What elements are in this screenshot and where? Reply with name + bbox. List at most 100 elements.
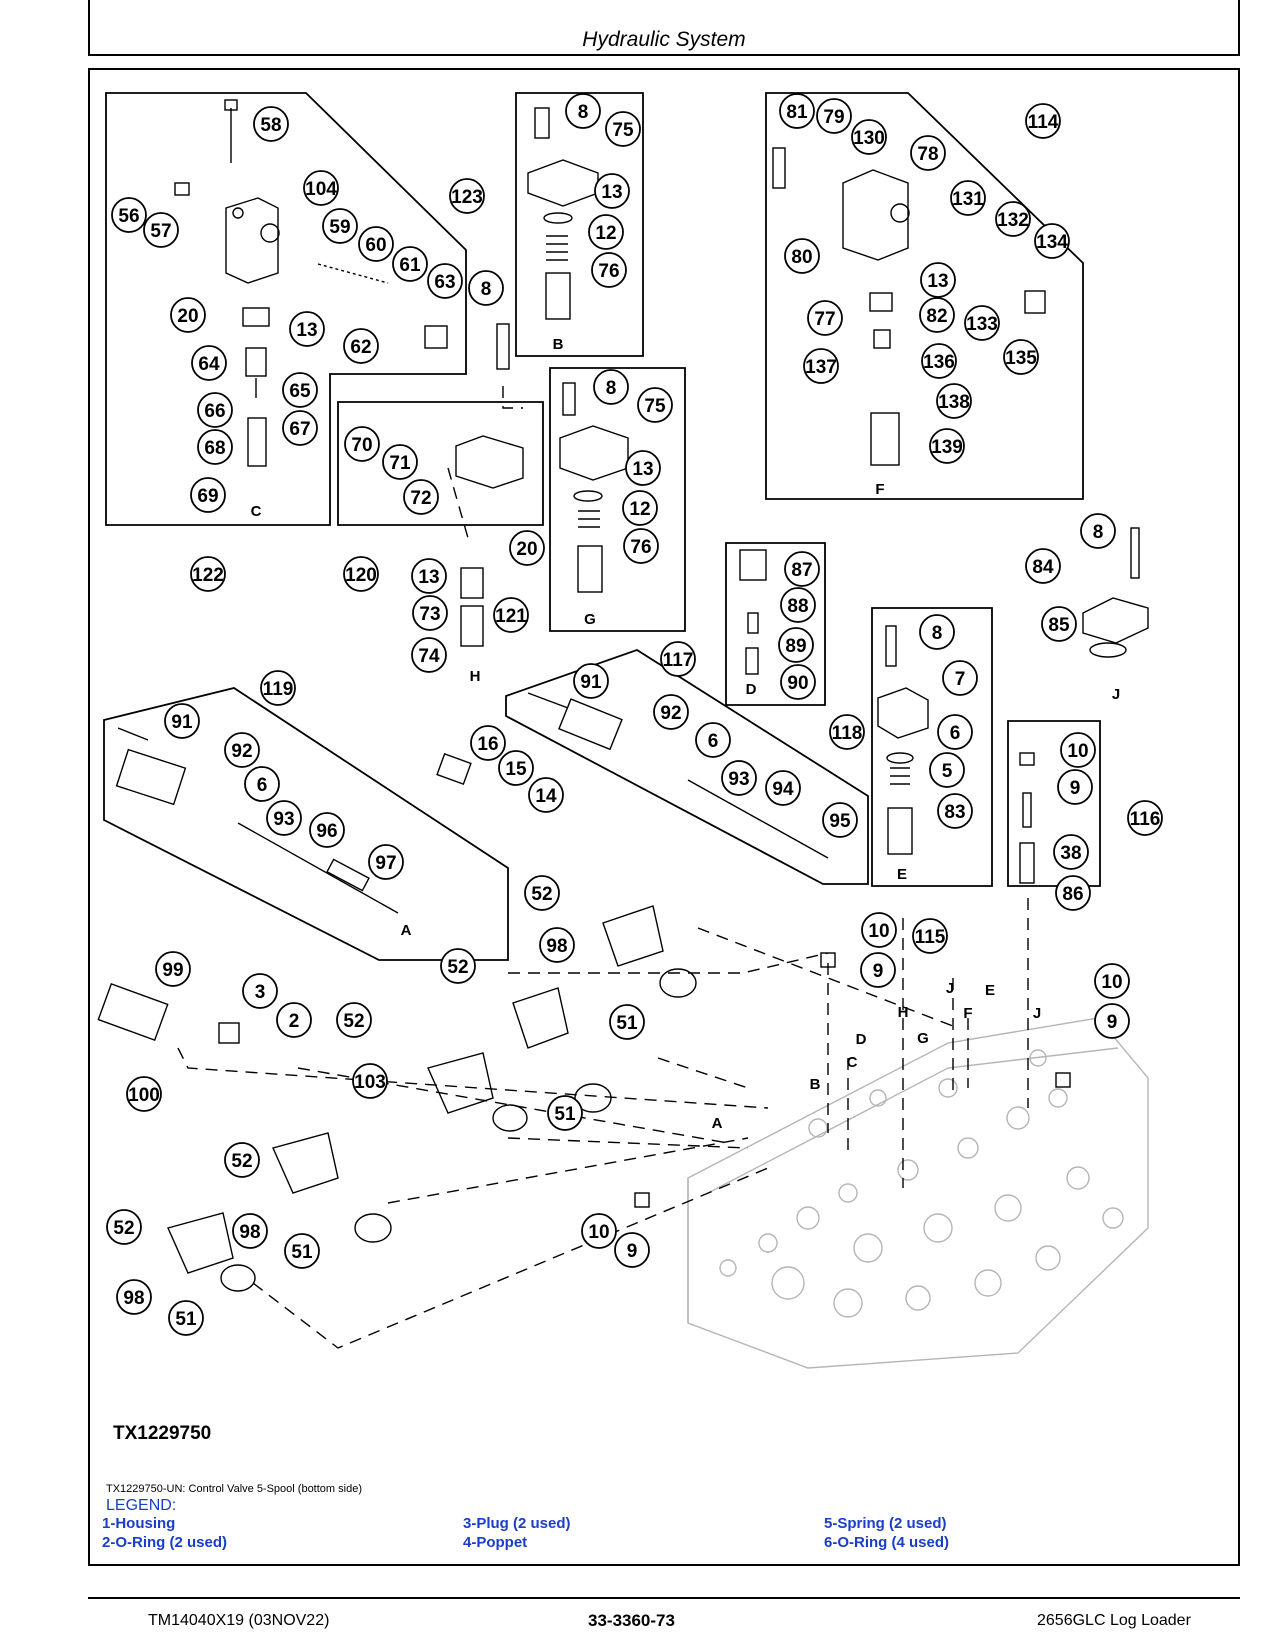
- callout-92: 92: [653, 694, 689, 730]
- callout-52: 52: [106, 1209, 142, 1245]
- callout-label: 95: [829, 811, 851, 832]
- callout-87: 87: [784, 551, 820, 587]
- callout-76: 76: [623, 528, 659, 564]
- callout-52: 52: [440, 948, 476, 984]
- group-123-outline: [515, 92, 644, 357]
- callout-circle: [780, 664, 816, 700]
- view-letter: G: [917, 1030, 929, 1047]
- callout-2: 2: [276, 1002, 312, 1038]
- callout-80: 80: [784, 238, 820, 274]
- callout-circle: [336, 1002, 372, 1038]
- legend-item-4: 4-Poppet: [463, 1534, 528, 1551]
- callout-3: 3: [242, 973, 278, 1009]
- callout-label: 98: [239, 1222, 260, 1243]
- callout-circle: [929, 428, 965, 464]
- callout-label: 15: [505, 759, 527, 780]
- callout-circle: [1034, 223, 1070, 259]
- callout-circle: [1127, 800, 1163, 836]
- callout-circle: [803, 348, 839, 384]
- callout-circle: [309, 812, 345, 848]
- callout-circle: [126, 1076, 162, 1112]
- callout-circle: [936, 383, 972, 419]
- view-letter: E: [897, 866, 907, 883]
- callout-label: 67: [289, 419, 310, 440]
- view-letter: B: [810, 1076, 821, 1093]
- callout-label: 13: [296, 320, 317, 341]
- callout-120: 120: [343, 556, 379, 592]
- callout-circle: [829, 714, 865, 750]
- callout-circle: [623, 528, 659, 564]
- callout-137: 137: [803, 348, 839, 384]
- callout-label: 14: [535, 786, 557, 807]
- callout-98: 98: [539, 927, 575, 963]
- callout-label: 66: [204, 401, 225, 422]
- callout-label: 52: [531, 884, 552, 905]
- callout-135: 135: [1003, 339, 1039, 375]
- footer-manual-id: TM14040X19 (03NOV22): [148, 1612, 330, 1629]
- callout-85: 85: [1041, 606, 1077, 642]
- callout-57: 57: [143, 212, 179, 248]
- callout-136: 136: [921, 343, 957, 379]
- callout-13: 13: [920, 262, 956, 298]
- callout-67: 67: [282, 410, 318, 446]
- callout-circle: [253, 106, 289, 142]
- callout-66: 66: [197, 392, 233, 428]
- callout-label: 60: [365, 235, 386, 256]
- callout-label: 9: [1107, 1012, 1118, 1033]
- callout-circle: [352, 1063, 388, 1099]
- callout-circle: [780, 587, 816, 623]
- callout-75: 75: [637, 387, 673, 423]
- callout-label: 99: [162, 960, 183, 981]
- callout-circle: [591, 252, 627, 288]
- callout-circle: [106, 1209, 142, 1245]
- callout-label: 10: [1101, 972, 1122, 993]
- callout-circle: [778, 627, 814, 663]
- callout-138: 138: [936, 383, 972, 419]
- callout-13: 13: [411, 558, 447, 594]
- callout-52: 52: [336, 1002, 372, 1038]
- callout-6: 6: [937, 714, 973, 750]
- callout-circle: [197, 392, 233, 428]
- callout-38: 38: [1053, 834, 1089, 870]
- callout-61: 61: [392, 246, 428, 282]
- callout-52: 52: [224, 1142, 260, 1178]
- callout-circle: [539, 927, 575, 963]
- callout-label: 100: [128, 1085, 160, 1106]
- callout-label: 69: [197, 486, 218, 507]
- callout-label: 58: [260, 115, 281, 136]
- group-116-outline: [1007, 720, 1101, 887]
- callout-label: 20: [177, 306, 198, 327]
- callout-label: 83: [944, 802, 965, 823]
- callout-51: 51: [547, 1095, 583, 1131]
- callout-10: 10: [861, 912, 897, 948]
- callout-label: 93: [273, 809, 294, 830]
- group-121-outline: [549, 367, 686, 632]
- callout-121: 121: [493, 597, 529, 633]
- callout-circle: [695, 722, 731, 758]
- legend-item-6: 6-O-Ring (4 used): [824, 1534, 950, 1551]
- callout-label: 3: [255, 982, 266, 1003]
- callout-label: 131: [952, 189, 984, 210]
- legend-item-1: 1-Housing: [102, 1515, 176, 1532]
- callout-label: 8: [606, 378, 617, 399]
- footer-rule: [88, 1597, 1240, 1599]
- view-letter: F: [963, 1005, 972, 1022]
- callout-label: 98: [546, 936, 567, 957]
- callout-label: 92: [660, 703, 681, 724]
- callout-label: 52: [447, 957, 468, 978]
- callout-label: 8: [932, 623, 943, 644]
- callout-81: 81: [779, 93, 815, 129]
- callout-10: 10: [581, 1213, 617, 1249]
- callout-84: 84: [1025, 548, 1061, 584]
- callout-95: 95: [822, 802, 858, 838]
- callout-71: 71: [382, 444, 418, 480]
- callout-circle: [910, 135, 946, 171]
- callout-label: 123: [451, 187, 483, 208]
- callout-73: 73: [412, 595, 448, 631]
- callout-circle: [1055, 875, 1091, 911]
- callout-circle: [411, 558, 447, 594]
- callout-circle: [509, 530, 545, 566]
- callout-circle: [358, 226, 394, 262]
